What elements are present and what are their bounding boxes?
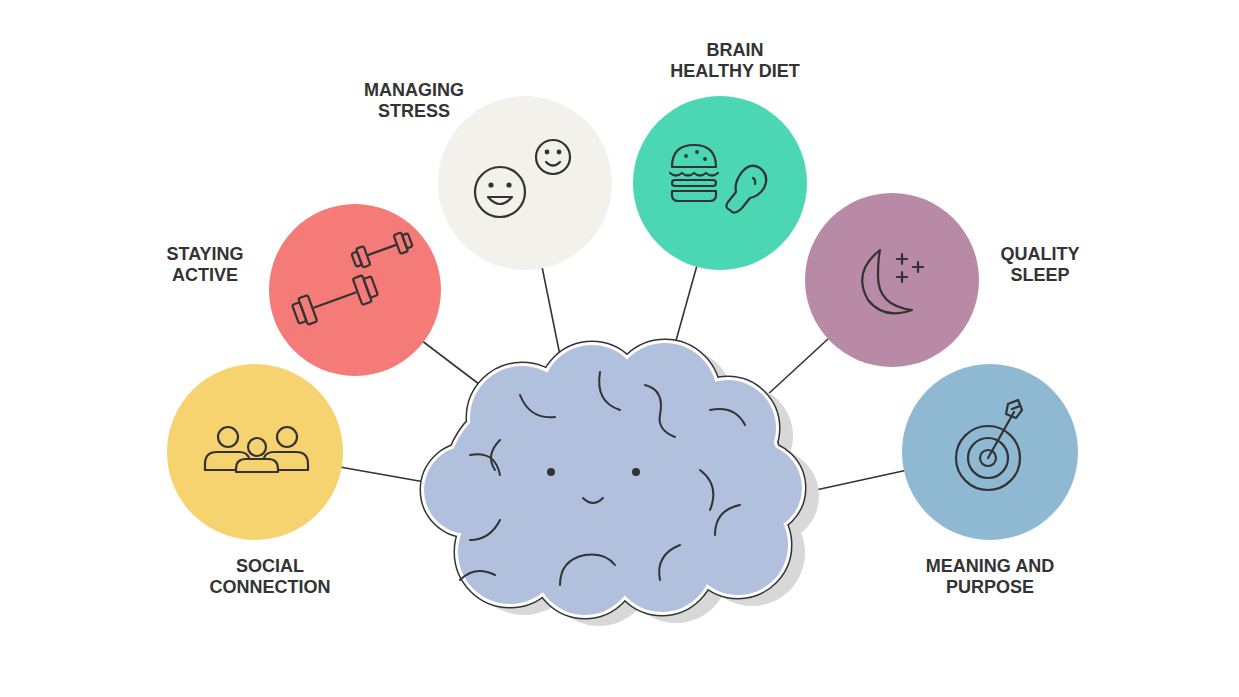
topic-circle: QUALITY SLEEP xyxy=(805,193,979,367)
moon-icon xyxy=(862,250,923,313)
circle-shape xyxy=(167,364,343,540)
circle-fill xyxy=(167,364,343,540)
topic-label: SOCIAL CONNECTION xyxy=(200,556,340,598)
topic-label: STAYING ACTIVE xyxy=(140,244,270,286)
topic-label-box: STAYING ACTIVE xyxy=(140,244,270,286)
dumbbell-icon xyxy=(291,272,380,327)
circle-shape xyxy=(633,96,807,270)
circle-shape xyxy=(805,193,979,367)
circle-fill xyxy=(269,204,441,376)
dumbbell-icon xyxy=(350,230,413,269)
circle-fill xyxy=(633,96,807,270)
topic-circle: BRAIN HEALTHY DIET xyxy=(633,96,807,270)
brain-rim xyxy=(424,343,802,615)
circle-fill xyxy=(438,96,612,270)
topic-label-box: BRAIN HEALTHY DIET xyxy=(665,40,805,82)
drumstick-icon xyxy=(726,166,766,213)
topic-circle: STAYING ACTIVE xyxy=(269,204,441,376)
brain-folds xyxy=(460,372,745,585)
topic-label: QUALITY SLEEP xyxy=(976,244,1104,286)
topic-label-box: MEANING AND PURPOSE xyxy=(920,556,1060,598)
smiley-icon xyxy=(475,140,570,217)
topic-label-box: MANAGING STRESS xyxy=(349,80,479,122)
topic-circle: MANAGING STRESS xyxy=(438,96,612,270)
topic-label: MEANING AND PURPOSE xyxy=(920,556,1060,598)
brain-face xyxy=(547,468,640,503)
circle-fill xyxy=(805,193,979,367)
topic-label-box: SOCIAL CONNECTION xyxy=(200,556,340,598)
topic-label: BRAIN HEALTHY DIET xyxy=(665,40,805,82)
topic-circle: MEANING AND PURPOSE xyxy=(902,364,1078,540)
burger-icon xyxy=(670,145,718,201)
circle-shape xyxy=(269,204,441,376)
target-icon xyxy=(956,400,1022,490)
brain-outline xyxy=(424,343,802,615)
circle-shape xyxy=(902,364,1078,540)
circle-shape xyxy=(438,96,612,270)
topic-label-box: QUALITY SLEEP xyxy=(976,244,1104,286)
people-icon xyxy=(205,427,308,472)
topic-label: MANAGING STRESS xyxy=(349,80,479,122)
circle-fill xyxy=(902,364,1078,540)
brain-body xyxy=(424,343,802,615)
brain-shadow xyxy=(435,348,819,626)
topic-circle: SOCIAL CONNECTION xyxy=(167,364,343,540)
